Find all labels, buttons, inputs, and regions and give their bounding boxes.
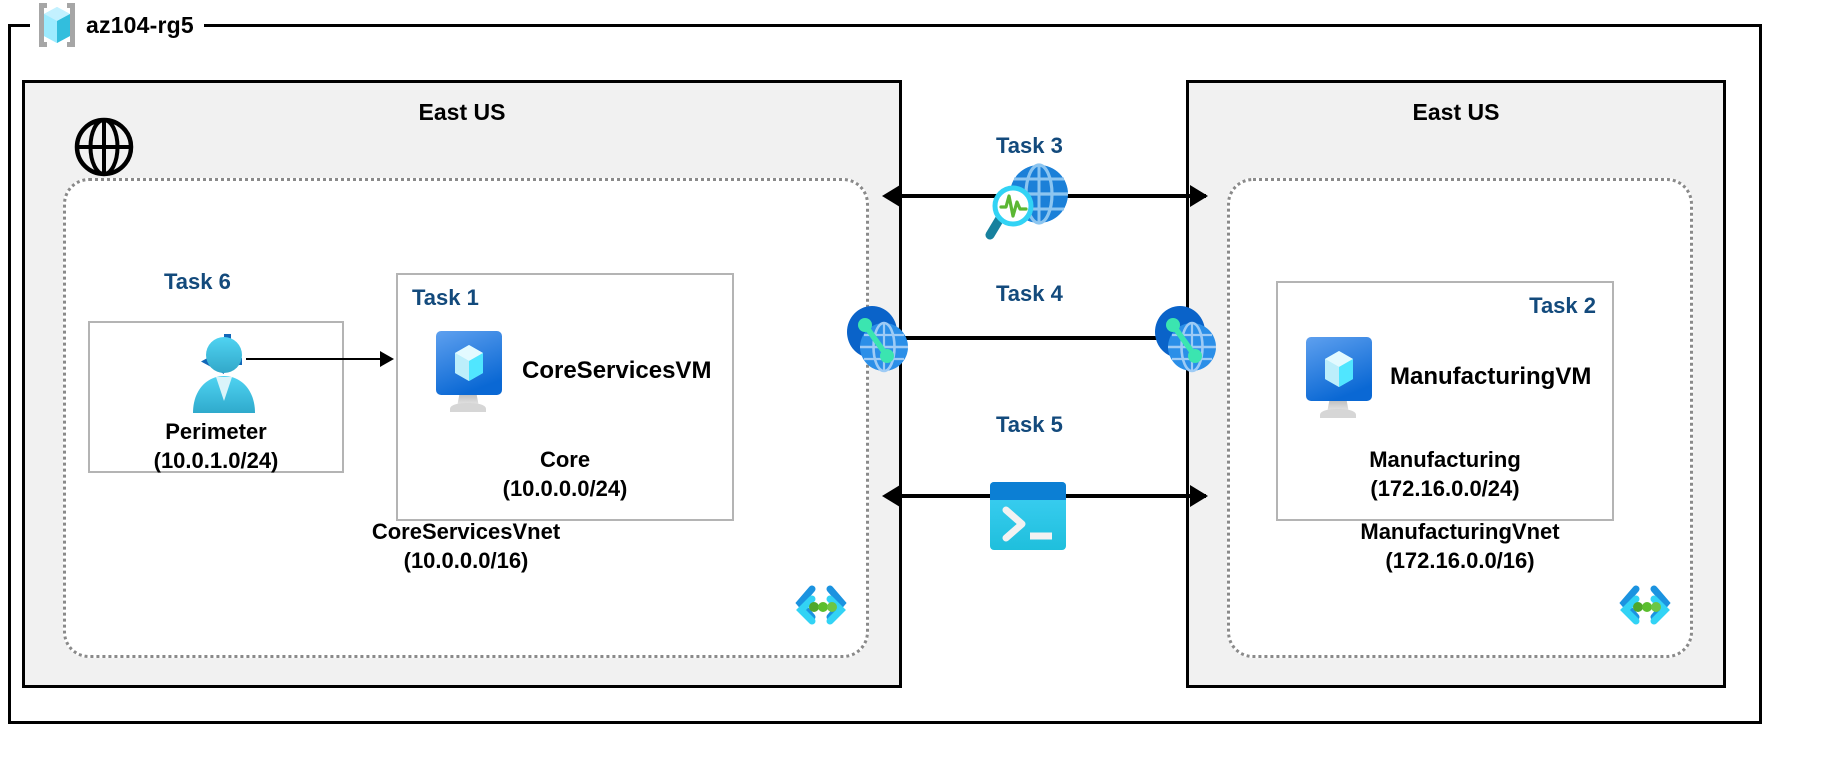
subnet-manufacturing: Task 2 (1276, 281, 1614, 521)
resource-group-container (8, 24, 1762, 724)
vnet-coreservicesvnet-name: CoreServicesVnet (371, 519, 561, 544)
task-1-label: Task 1 (412, 285, 479, 310)
vnet-peering-icon (1151, 304, 1221, 379)
subnet-manufacturing-label: Manufacturing (172.16.0.0/24) (1278, 445, 1612, 504)
cloud-shell-icon (988, 480, 1068, 557)
subnet-core-label: Core (10.0.0.0/24) (398, 445, 732, 504)
resource-group-header: az104-rg5 (30, 0, 204, 50)
subnet-perimeter: Perimeter (10.0.1.0/24) (88, 321, 344, 473)
task-2-label: Task 2 (1529, 293, 1596, 318)
task-3-arrowhead-right (1190, 185, 1208, 207)
subnet-core-name: Core (539, 447, 591, 472)
network-watcher-icon (985, 163, 1074, 248)
vm-name-coreservicesvm: CoreServicesVM (522, 357, 712, 384)
vnet-coreservicesvnet-label: CoreServicesVnet (10.0.0.0/16) (66, 517, 866, 576)
vnet-peering-icon (843, 304, 913, 379)
subnet-core-cidr: (10.0.0.0/24) (502, 476, 628, 502)
code-brackets-icon (1616, 585, 1674, 634)
task-4-label: Task 4 (996, 281, 1063, 306)
subnet-perimeter-label: Perimeter (10.0.1.0/24) (90, 417, 342, 476)
task-5-arrowhead-right (1190, 485, 1208, 507)
vnet-manufacturingvnet: Task 2 (1227, 178, 1693, 658)
subnet-manufacturing-name: Manufacturing (1369, 447, 1521, 472)
subnet-perimeter-name: Perimeter (165, 419, 267, 444)
globe-icon (73, 116, 135, 183)
vnet-manufacturingvnet-name: ManufacturingVnet (1360, 519, 1560, 544)
subnet-perimeter-cidr: (10.0.1.0/24) (153, 448, 279, 474)
task-4-connector-line (900, 336, 1206, 340)
region-east-us-right: East US Task 2 (1186, 80, 1726, 688)
virtual-machine-icon (432, 329, 506, 422)
task-5-arrowhead-left (882, 485, 900, 507)
vnet-manufacturingvnet-label: ManufacturingVnet (172.16.0.0/16) (1230, 517, 1690, 576)
resource-group-name: az104-rg5 (86, 11, 194, 38)
vnet-manufacturingvnet-cidr: (172.16.0.0/16) (1385, 548, 1535, 574)
azure-resource-group-icon (34, 0, 80, 50)
task-5-label: Task 5 (996, 412, 1063, 437)
code-brackets-icon (792, 585, 850, 634)
user-access-icon (168, 331, 264, 420)
task-6-label: Task 6 (164, 269, 231, 294)
perimeter-to-core-arrowhead (380, 351, 394, 367)
subnet-core: Task 1 (396, 273, 734, 521)
subnet-manufacturing-cidr: (172.16.0.0/24) (1370, 476, 1520, 502)
virtual-machine-icon (1302, 335, 1376, 428)
task-3-label: Task 3 (996, 133, 1063, 158)
vm-name-manufacturingvm: ManufacturingVM (1390, 363, 1592, 390)
region-east-us-left: East US Task 6 (22, 80, 902, 688)
region-title-left: East US (418, 99, 506, 125)
task-3-arrowhead-left (882, 185, 900, 207)
perimeter-to-core-line (246, 358, 382, 360)
region-title-right: East US (1412, 99, 1500, 125)
vnet-coreservicesvnet-cidr: (10.0.0.0/16) (403, 548, 529, 574)
vnet-coreservicesvnet: Task 6 (63, 178, 869, 658)
